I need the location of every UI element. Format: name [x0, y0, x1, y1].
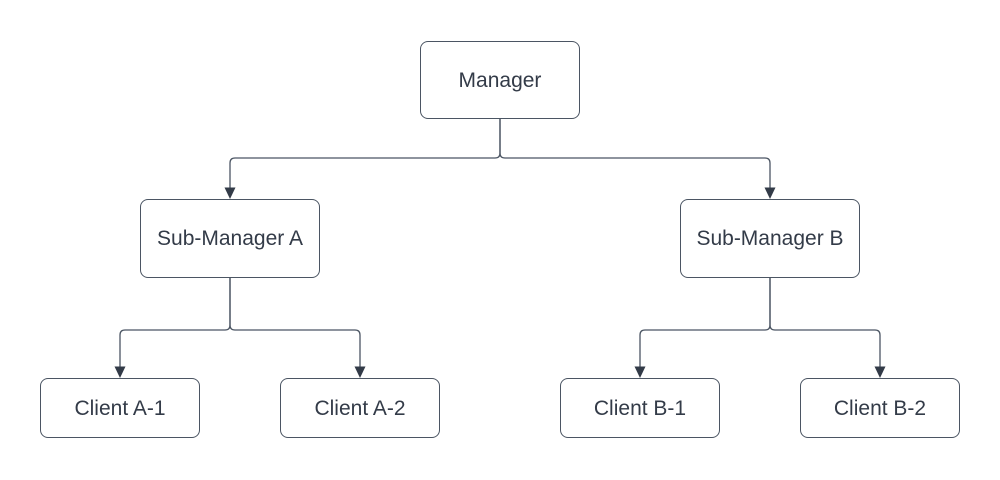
node-client-b1-label: Client B-1	[593, 396, 687, 420]
node-manager: Manager	[420, 41, 580, 119]
arrowhead-client-b2	[874, 366, 886, 378]
node-client-b1: Client B-1	[560, 378, 720, 438]
arrowhead-sub-manager-b	[764, 187, 776, 199]
connector-sub-manager-b-to-client-b1	[639, 278, 771, 367]
node-sub-manager-a: Sub-Manager A	[140, 199, 320, 278]
node-sub-manager-b: Sub-Manager B	[680, 199, 860, 278]
node-client-a1-label: Client A-1	[74, 396, 166, 420]
node-manager-label: Manager	[458, 68, 542, 92]
node-sub-manager-a-label: Sub-Manager A	[157, 227, 303, 250]
connector-sub-manager-a-to-client-a2	[229, 278, 361, 367]
node-client-a2: Client A-2	[280, 378, 440, 438]
arrowhead-sub-manager-a	[224, 187, 236, 199]
node-sub-manager-b-label: Sub-Manager B	[696, 227, 844, 250]
connector-sub-manager-a-to-client-a1	[119, 278, 231, 367]
node-client-b2-label: Client B-2	[833, 396, 927, 420]
arrowhead-client-a1	[114, 366, 126, 378]
connector-sub-manager-b-to-client-b2	[769, 278, 881, 367]
connector-manager-to-sub-manager-b	[499, 119, 771, 188]
connector-manager-to-sub-manager-a	[229, 119, 501, 188]
arrowhead-client-a2	[354, 366, 366, 378]
node-client-b2: Client B-2	[800, 378, 960, 438]
node-client-a1: Client A-1	[40, 378, 200, 438]
arrowhead-client-b1	[634, 366, 646, 378]
node-client-a2-label: Client A-2	[314, 396, 406, 420]
